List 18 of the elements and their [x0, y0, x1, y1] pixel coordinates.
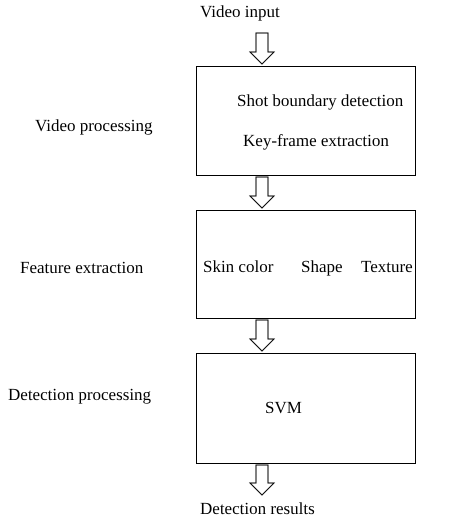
process-step-text: SVM [265, 398, 302, 418]
stage-label: Feature extraction [20, 258, 144, 278]
process-step-text: Shot boundary detection [237, 91, 404, 111]
flow-terminal-label: Detection results [200, 499, 315, 519]
process-box [196, 210, 416, 319]
process-step-text: Key-frame extraction [243, 131, 389, 151]
hollow-arrow [248, 320, 276, 352]
stage-label: Video processing [35, 116, 152, 136]
hollow-arrow [248, 176, 276, 209]
process-step-text: Shape [301, 257, 343, 277]
hollow-arrow [248, 464, 276, 496]
process-box [196, 66, 416, 176]
stage-label: Detection processing [8, 385, 152, 405]
flow-terminal-label: Video input [200, 2, 280, 22]
hollow-arrow [248, 32, 276, 65]
process-step-text: Skin color [203, 257, 274, 277]
process-step-text: Texture [361, 257, 413, 277]
process-box [196, 353, 416, 464]
